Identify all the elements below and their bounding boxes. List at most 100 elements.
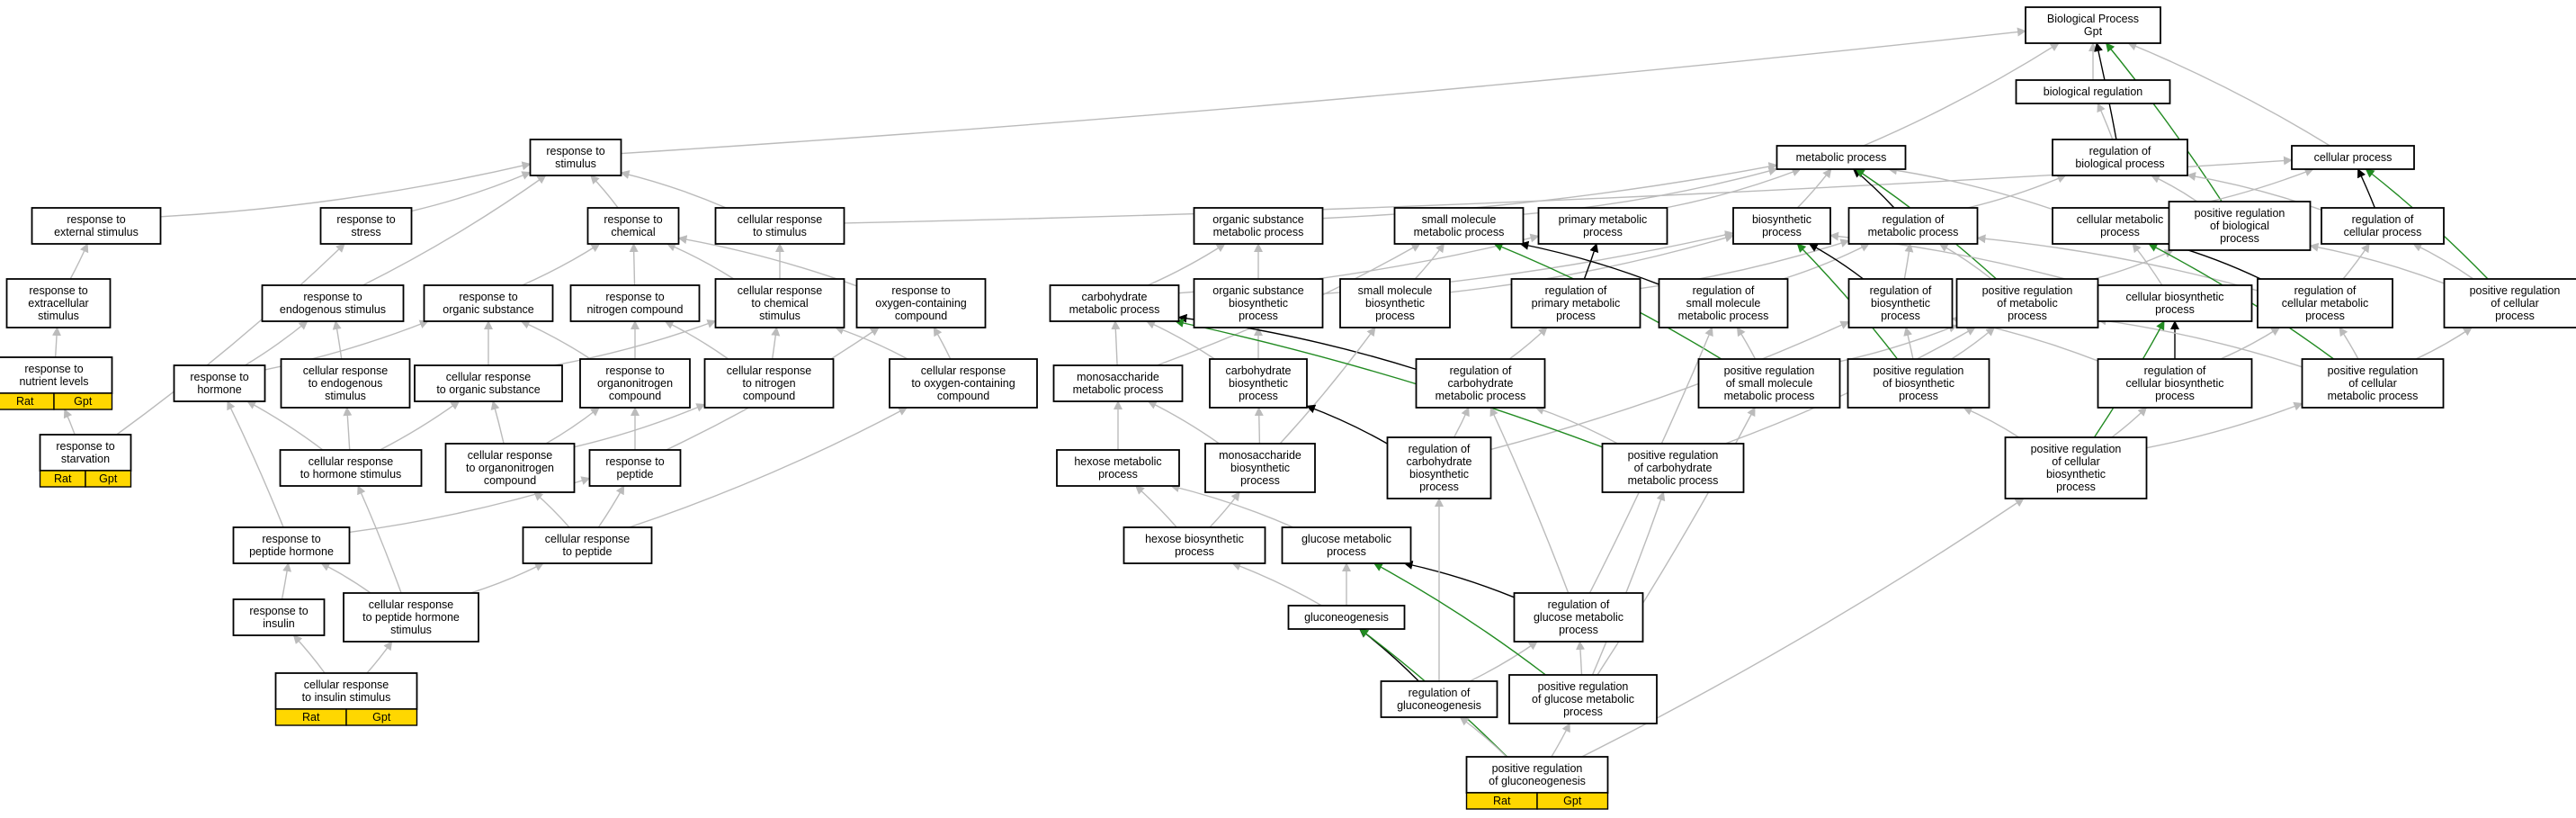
term-node-metab[interactable]: metabolic process [1775, 145, 1907, 170]
term-node-gng[interactable]: gluconeogenesis [1287, 605, 1406, 630]
edge-line [2309, 242, 2445, 284]
edge-line [2151, 175, 2198, 202]
term-label-line: biosynthetic [1871, 297, 1930, 310]
edge-line [1938, 243, 1992, 280]
edge-is-a-crnitro-to-crchem [771, 327, 781, 360]
term-node-breg[interactable]: biological regulation [2015, 79, 2171, 104]
term-label-line: response to [262, 533, 320, 545]
term-box [1386, 436, 1492, 499]
edge-is-a-rendo-to-rts [362, 175, 547, 286]
term-node-cellproc[interactable]: cellular process [2291, 145, 2415, 170]
edge-is-a-carbbio-to-carb [1146, 320, 1215, 360]
edge-line [1170, 483, 1294, 528]
edge-is-a-rnutr-to-rextra [52, 327, 62, 358]
edge-line [621, 27, 2026, 155]
term-label-line: gluconeogenesis [1397, 699, 1481, 712]
edge-line [1519, 240, 1659, 285]
term-box [2257, 278, 2393, 328]
term-label-line: cellular response [727, 364, 812, 377]
term-label-line: glucose metabolic [1301, 533, 1391, 545]
edge-is-a-posregglu-to-posregcarb [1591, 491, 1666, 676]
edge-is-a-glumet-to-hexmet [1170, 483, 1294, 528]
term-box [2097, 284, 2253, 322]
term-label-line: regulation of [2294, 284, 2357, 297]
term-label-line: metabolic process [1436, 390, 1526, 402]
term-label-line: process [1239, 310, 1278, 322]
term-box [1056, 449, 1180, 487]
term-label-line: to organic substance [436, 383, 540, 396]
term-label-line: process [1881, 310, 1920, 322]
term-box [261, 284, 405, 322]
edge-line [411, 171, 532, 212]
term-node-regcarbbio[interactable]: regulation ofcarbohydratebiosyntheticpro… [1386, 436, 1492, 499]
edge-line [69, 243, 89, 280]
term-label-line: gluconeogenesis [1304, 611, 1389, 624]
edge-is-a-smbio-to-smm [1414, 243, 1445, 280]
